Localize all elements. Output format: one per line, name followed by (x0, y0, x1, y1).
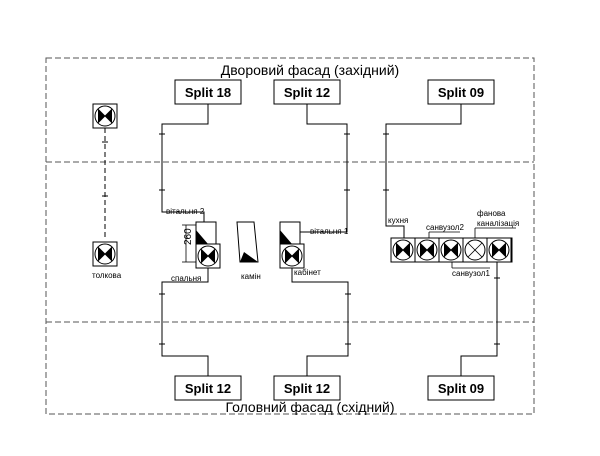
pipe-split09-top (383, 104, 462, 238)
svg-text:Split 12: Split 12 (284, 381, 330, 396)
bath2-valve-a-icon (414, 237, 440, 263)
indoor-unit-living2 (195, 221, 217, 245)
room-label-toilet: толкова (92, 271, 122, 280)
room-label-living1: вітальня 1 (310, 227, 349, 236)
room-label-bath1: санвузол1 (452, 269, 490, 278)
split-unit-top-right: Split 09 (427, 79, 495, 105)
room-label-fireplace: камін (241, 272, 261, 281)
room-label-bedroom: спальня (171, 274, 201, 283)
bath1-valve-icon (486, 237, 512, 263)
room-label-kitchen: кухня (388, 216, 408, 225)
sewer-line-1: фанова (477, 209, 506, 218)
svg-text:Split 09: Split 09 (438, 85, 484, 100)
room-label-bath2: санвузол2 (426, 223, 464, 232)
svg-text:Split 12: Split 12 (185, 381, 231, 396)
office-valve-icon (279, 243, 305, 269)
toilet-riser (102, 128, 108, 240)
dimension-260 (182, 224, 196, 263)
room-label-office: кабінет (294, 268, 321, 277)
pipe-split09-bottom (460, 262, 500, 376)
outer-boundary (45, 57, 535, 415)
pipe-split12-bottom-mid (291, 264, 351, 376)
right-leaders (386, 225, 516, 269)
pipe-split12-bottom-left (159, 268, 209, 376)
svg-text:Split 18: Split 18 (185, 85, 231, 100)
facade-title-top: Дворовий фасад (західний) (221, 62, 399, 78)
facade-title-bottom: Головний фасад (східний) (225, 399, 394, 415)
indoor-unit-living1 (279, 221, 301, 245)
split-unit-top-mid: Split 12 (273, 79, 341, 105)
toilet-valve-icon (92, 241, 118, 267)
room-label-living2: вітальня 2 (166, 207, 205, 216)
sewer-line-2: каналізація (477, 219, 519, 228)
split-unit-bottom-mid: Split 12 (273, 375, 341, 401)
svg-text:Split 09: Split 09 (438, 381, 484, 396)
fireplace-shape (236, 221, 259, 263)
split-unit-bottom-left: Split 12 (174, 375, 242, 401)
toilet-valve-top-icon (92, 103, 118, 129)
pipe-split12-top (296, 104, 350, 233)
bedroom-valve-icon (195, 243, 221, 269)
sewer-valve-icon (462, 237, 488, 263)
pipe-split18 (159, 104, 209, 222)
svg-text:Split 12: Split 12 (284, 85, 330, 100)
room-label-sewer: фанова каналізація (477, 209, 519, 228)
kitchen-valve-icon (390, 237, 416, 263)
split-unit-top-left: Split 18 (174, 79, 242, 105)
split-unit-bottom-right: Split 09 (427, 375, 495, 401)
bath2-valve-b-icon (438, 237, 464, 263)
dimension-label: 260 (183, 228, 194, 245)
